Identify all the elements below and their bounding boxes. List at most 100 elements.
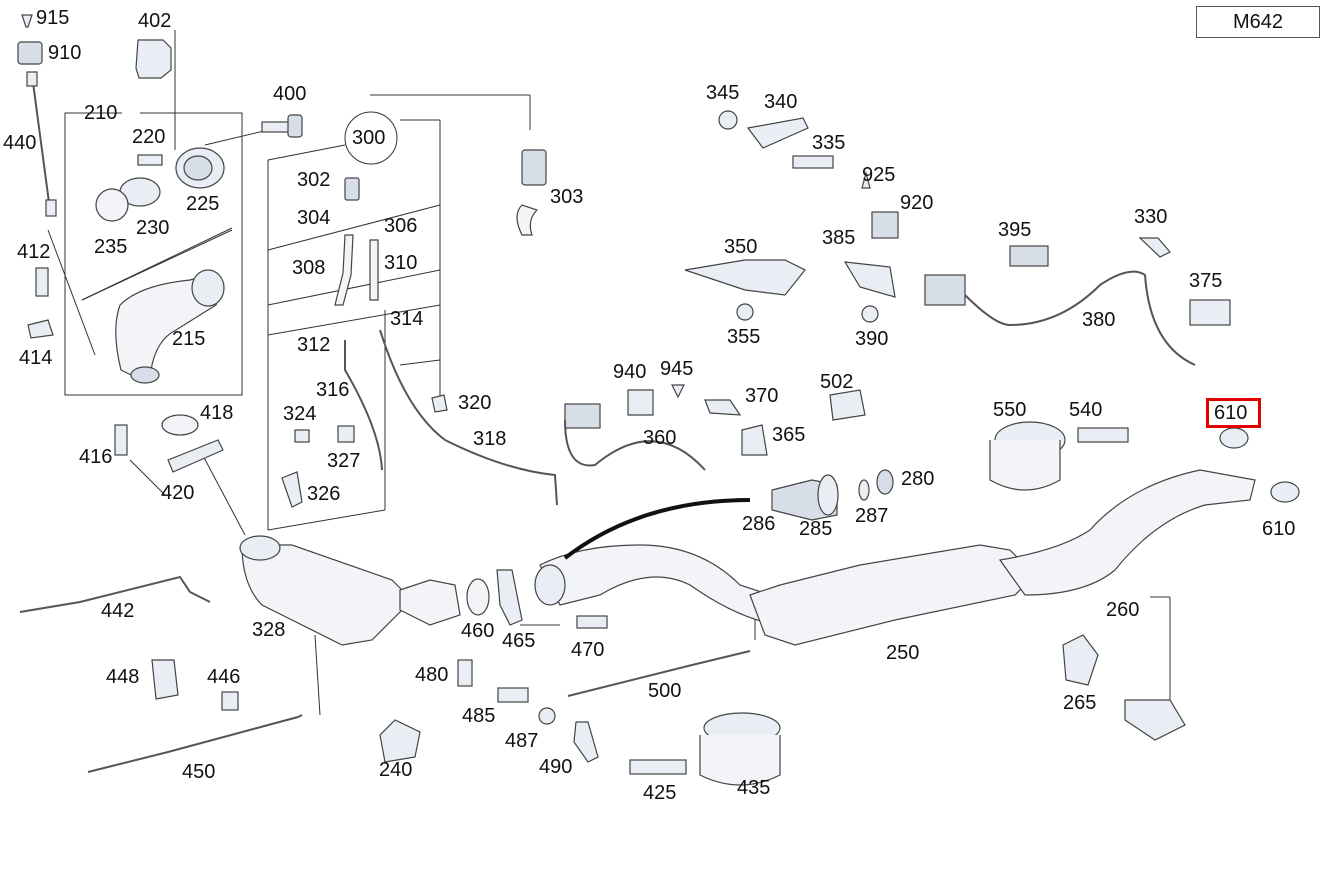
part-label-490[interactable]: 490 <box>539 756 573 778</box>
bracket-340 <box>746 117 809 149</box>
part-label-286[interactable]: 286 <box>742 513 776 535</box>
part-label-500[interactable]: 500 <box>648 680 682 702</box>
part-label-250[interactable]: 250 <box>886 642 920 664</box>
gasket-418 <box>161 414 199 436</box>
part-label-308[interactable]: 308 <box>292 257 326 279</box>
part-label-420[interactable]: 420 <box>161 482 195 504</box>
part-label-442[interactable]: 442 <box>101 600 135 622</box>
part-label-610[interactable]: 610 <box>1262 518 1296 540</box>
part-label-316[interactable]: 316 <box>316 379 350 401</box>
part-label-318[interactable]: 318 <box>473 428 507 450</box>
part-label-330[interactable]: 330 <box>1134 206 1168 228</box>
part-label-380[interactable]: 380 <box>1082 309 1116 331</box>
pressure-sensor-303 <box>516 149 547 236</box>
part-label-360[interactable]: 360 <box>643 427 677 449</box>
part-label-215[interactable]: 215 <box>172 328 206 350</box>
part-label-480[interactable]: 480 <box>415 664 449 686</box>
part-label-412[interactable]: 412 <box>17 241 51 263</box>
part-label-400[interactable]: 400 <box>273 83 307 105</box>
part-label-460[interactable]: 460 <box>461 620 495 642</box>
part-label-220[interactable]: 220 <box>132 126 166 148</box>
part-label-335[interactable]: 335 <box>812 132 846 154</box>
part-label-303[interactable]: 303 <box>550 186 584 208</box>
part-label-418[interactable]: 418 <box>200 402 234 424</box>
part-label-240[interactable]: 240 <box>379 759 413 781</box>
hose-310 <box>369 239 379 301</box>
part-label-610-highlighted[interactable]: 610 <box>1214 402 1248 424</box>
part-label-302[interactable]: 302 <box>297 169 331 191</box>
weight-435 <box>699 712 781 786</box>
part-label-370[interactable]: 370 <box>745 385 779 407</box>
part-label-304[interactable]: 304 <box>297 207 331 229</box>
part-label-925[interactable]: 925 <box>862 164 896 186</box>
part-label-920[interactable]: 920 <box>900 192 934 214</box>
part-label-314[interactable]: 314 <box>390 308 424 330</box>
part-label-910[interactable]: 910 <box>48 42 82 64</box>
part-label-448[interactable]: 448 <box>106 666 140 688</box>
part-label-327[interactable]: 327 <box>327 450 361 472</box>
part-label-350[interactable]: 350 <box>724 236 758 258</box>
part-label-375[interactable]: 375 <box>1189 270 1223 292</box>
part-label-306[interactable]: 306 <box>384 215 418 237</box>
part-label-550[interactable]: 550 <box>993 399 1027 421</box>
part-label-310[interactable]: 310 <box>384 252 418 274</box>
sensor-cable-360 <box>564 419 706 471</box>
part-label-385[interactable]: 385 <box>822 227 856 249</box>
part-label-416[interactable]: 416 <box>79 446 113 468</box>
part-label-540[interactable]: 540 <box>1069 399 1103 421</box>
part-label-230[interactable]: 230 <box>136 217 170 239</box>
clip-330 <box>1138 237 1171 258</box>
part-label-326[interactable]: 326 <box>307 483 341 505</box>
muffler-250 <box>749 544 1036 646</box>
bracket-375 <box>1189 299 1231 326</box>
part-label-395[interactable]: 395 <box>998 219 1032 241</box>
bolt-425 <box>629 759 687 775</box>
front-pipe <box>539 544 781 626</box>
sensor-cable-380 <box>964 270 1196 366</box>
part-label-465[interactable]: 465 <box>502 630 536 652</box>
part-label-915[interactable]: 915 <box>36 7 70 29</box>
part-label-287[interactable]: 287 <box>855 505 889 527</box>
part-label-450[interactable]: 450 <box>182 761 216 783</box>
part-label-390[interactable]: 390 <box>855 328 889 350</box>
part-label-487[interactable]: 487 <box>505 730 539 752</box>
part-label-320[interactable]: 320 <box>458 392 492 414</box>
part-label-280[interactable]: 280 <box>901 468 935 490</box>
hanger-260 <box>1124 699 1186 741</box>
part-label-328[interactable]: 328 <box>252 619 286 641</box>
part-label-425[interactable]: 425 <box>643 782 677 804</box>
part-label-940[interactable]: 940 <box>613 361 647 383</box>
part-label-285[interactable]: 285 <box>799 518 833 540</box>
part-label-440[interactable]: 440 <box>3 132 37 154</box>
part-label-446[interactable]: 446 <box>207 666 241 688</box>
clamp-465 <box>496 569 523 626</box>
part-label-225[interactable]: 225 <box>186 193 220 215</box>
part-label-324[interactable]: 324 <box>283 403 317 425</box>
nut-345 <box>718 110 738 130</box>
part-label-265[interactable]: 265 <box>1063 692 1097 714</box>
part-label-365[interactable]: 365 <box>772 424 806 446</box>
part-label-355[interactable]: 355 <box>727 326 761 348</box>
part-label-402[interactable]: 402 <box>138 10 172 32</box>
part-label-435[interactable]: 435 <box>737 777 771 799</box>
part-label-260[interactable]: 260 <box>1106 599 1140 621</box>
part-label-414[interactable]: 414 <box>19 347 53 369</box>
bracket-350 <box>684 259 806 296</box>
part-label-210[interactable]: 210 <box>84 102 118 124</box>
sensor-cable-450 <box>87 714 303 773</box>
bracket-326 <box>281 471 303 508</box>
part-label-945[interactable]: 945 <box>660 358 694 380</box>
part-label-485[interactable]: 485 <box>462 705 496 727</box>
clip-448 <box>151 659 179 700</box>
part-label-312[interactable]: 312 <box>297 334 331 356</box>
part-label-235[interactable]: 235 <box>94 236 128 258</box>
part-label-502[interactable]: 502 <box>820 371 854 393</box>
connector-925 <box>861 170 871 189</box>
part-label-340[interactable]: 340 <box>764 91 798 113</box>
part-label-345[interactable]: 345 <box>706 82 740 104</box>
part-label-300[interactable]: 300 <box>352 127 386 149</box>
part-label-470[interactable]: 470 <box>571 639 605 661</box>
clamp-610b <box>1270 481 1300 503</box>
clamp-610a <box>1219 427 1249 449</box>
